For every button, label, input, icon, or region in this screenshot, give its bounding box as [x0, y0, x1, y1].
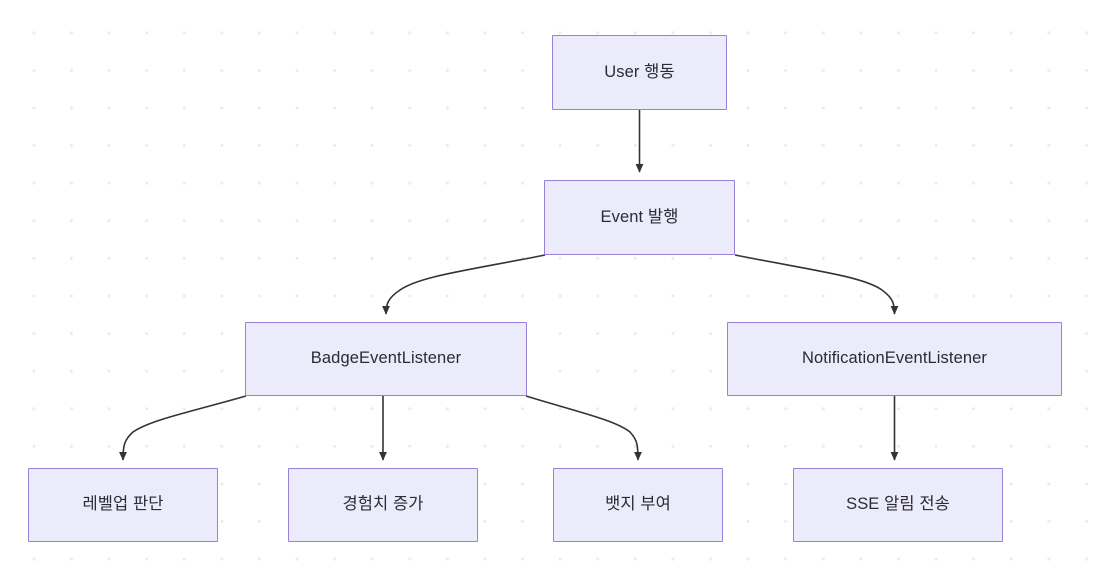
node-exp-increase-label: 경험치 증가 — [342, 495, 424, 514]
node-exp-increase[interactable]: 경험치 증가 — [288, 468, 478, 542]
node-badge-grant[interactable]: 뱃지 부여 — [553, 468, 723, 542]
node-sse-push[interactable]: SSE 알림 전송 — [793, 468, 1003, 542]
edge-badge-listener-to-badge-grant — [525, 395, 642, 461]
node-user-action[interactable]: User 행동 — [552, 35, 727, 110]
node-notification-event-listener-label: NotificationEventListener — [801, 349, 987, 368]
node-badge-event-listener[interactable]: BadgeEventListener — [245, 322, 527, 396]
node-levelup-check[interactable]: 레벨업 판단 — [28, 468, 218, 542]
edge-event-publish-to-notification-listener — [734, 254, 899, 315]
node-sse-push-label: SSE 알림 전송 — [846, 495, 950, 514]
node-levelup-check-label: 레벨업 판단 — [82, 495, 164, 514]
node-notification-event-listener[interactable]: NotificationEventListener — [727, 322, 1062, 396]
edge-event-publish-to-badge-listener — [382, 254, 546, 315]
node-badge-event-listener-label: BadgeEventListener — [310, 349, 462, 368]
node-event-publish-label: Event 발행 — [600, 207, 679, 226]
node-badge-grant-label: 뱃지 부여 — [605, 495, 671, 514]
node-user-action-label: User 행동 — [604, 62, 675, 81]
edge-badge-listener-to-levelup-check — [119, 395, 247, 461]
node-event-publish[interactable]: Event 발행 — [544, 180, 735, 255]
